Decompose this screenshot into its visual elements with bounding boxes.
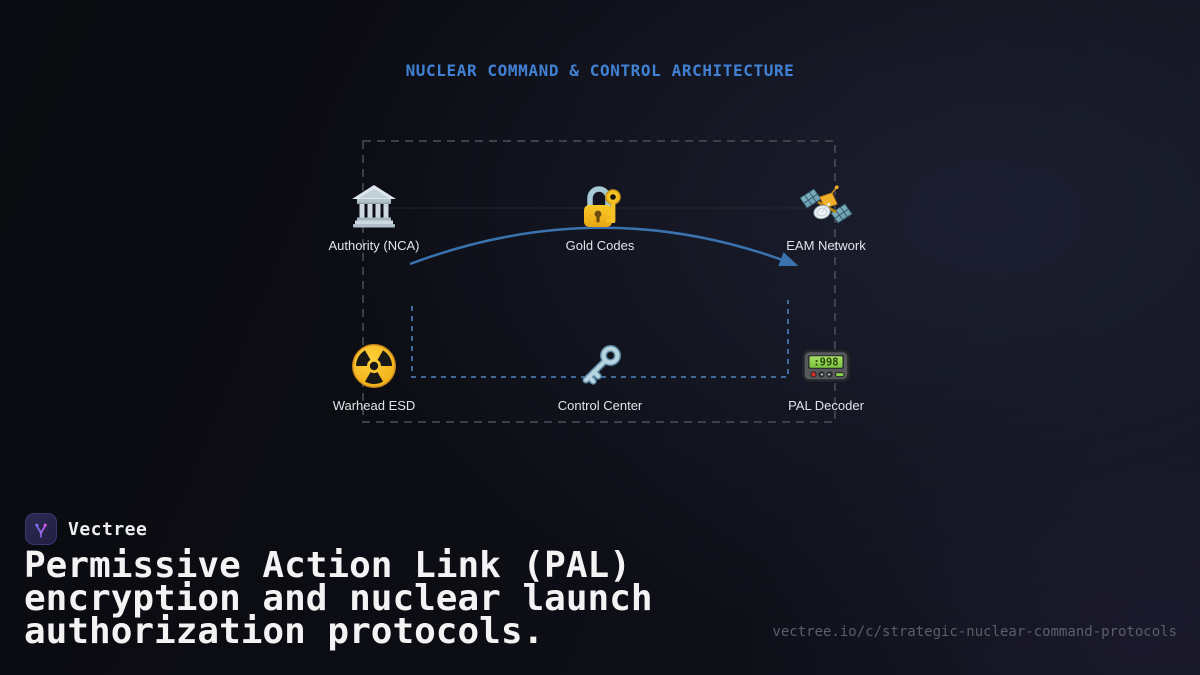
locked-with-key-icon bbox=[584, 186, 621, 227]
headline: Permissive Action Link (PAL) encryption … bbox=[24, 545, 653, 652]
node-label: Warhead ESD bbox=[332, 398, 416, 413]
node-label: EAM Network bbox=[786, 238, 866, 253]
authority-to-eam-arrow bbox=[409, 226, 799, 267]
page-url: vectree.io/c/strategic-nuclear-command-p… bbox=[772, 624, 1177, 640]
pager-display: :998 bbox=[813, 357, 838, 369]
vectree-branch-icon bbox=[35, 523, 47, 538]
node-label: PAL Decoder bbox=[788, 398, 864, 413]
node-authority-nca: Authority (NCA) bbox=[294, 180, 454, 254]
old-key-icon bbox=[582, 345, 621, 385]
classical-building-icon bbox=[352, 185, 396, 228]
radioactive-icon bbox=[352, 344, 396, 388]
node-label: Authority (NCA) bbox=[328, 238, 420, 253]
node-pal-decoder: :998 PAL Decoder bbox=[746, 340, 906, 414]
node-control-center: Control Center bbox=[520, 340, 680, 414]
diagram-title: NUCLEAR COMMAND & CONTROL ARCHITECTURE bbox=[405, 61, 795, 80]
node-label: Gold Codes bbox=[565, 238, 635, 253]
node-label: Control Center bbox=[557, 398, 643, 413]
pager-icon: :998 bbox=[802, 349, 850, 382]
node-eam-network: EAM Network bbox=[746, 180, 906, 254]
node-gold-codes: Gold Codes bbox=[520, 180, 680, 254]
node-warhead-esd: Warhead ESD bbox=[294, 340, 454, 414]
satellite-icon bbox=[799, 185, 853, 224]
brand-name: Vectree bbox=[68, 519, 148, 540]
dashed-frame bbox=[362, 140, 836, 423]
vectree-logo bbox=[25, 513, 57, 545]
